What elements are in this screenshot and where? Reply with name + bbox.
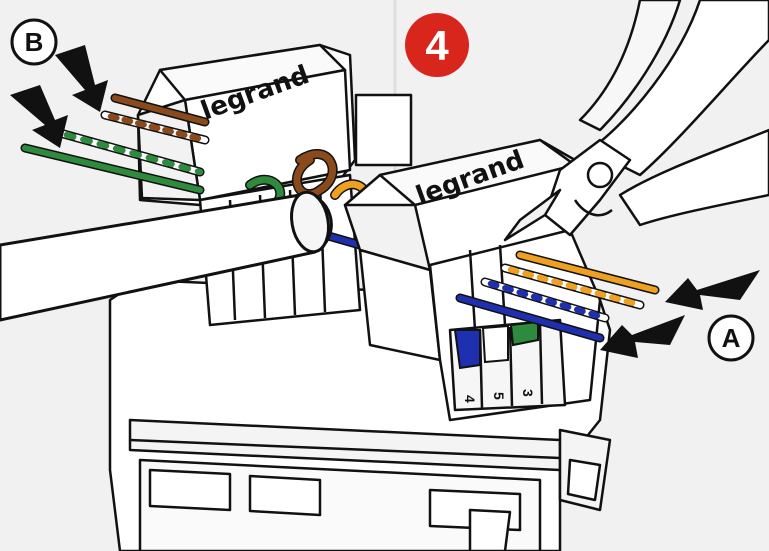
slot-number-1: 4 <box>462 395 478 403</box>
network-cable <box>0 190 333 322</box>
slot-blue <box>453 329 481 370</box>
label-a: A <box>707 314 755 362</box>
arrow-a-upper <box>665 270 760 310</box>
arrow-a-lower <box>600 315 685 358</box>
step-number: 4 <box>425 22 449 69</box>
brown-twist <box>293 150 337 198</box>
blue-wire <box>457 295 603 341</box>
cutting-pliers <box>503 0 769 242</box>
label-b-text: B <box>25 27 44 57</box>
right-wires <box>455 250 660 343</box>
slot-number-2: 5 <box>491 392 507 400</box>
terminal-slots <box>453 320 539 370</box>
brown-wire <box>112 95 208 125</box>
step-badge: 4 <box>405 13 469 77</box>
step-badge-circle <box>405 13 469 77</box>
green-wire <box>22 145 203 193</box>
slot-number-3: 3 <box>520 389 536 397</box>
label-b: B <box>10 18 58 66</box>
slot-white <box>481 324 509 364</box>
blue-stub <box>322 232 363 248</box>
arrow-b-upper <box>55 45 108 112</box>
module-base <box>108 278 612 551</box>
slot-green <box>509 320 539 347</box>
label-a-text: A <box>722 323 741 353</box>
left-wires <box>20 93 210 195</box>
arrow-b-lower <box>10 85 68 148</box>
orange-wire <box>517 252 658 293</box>
